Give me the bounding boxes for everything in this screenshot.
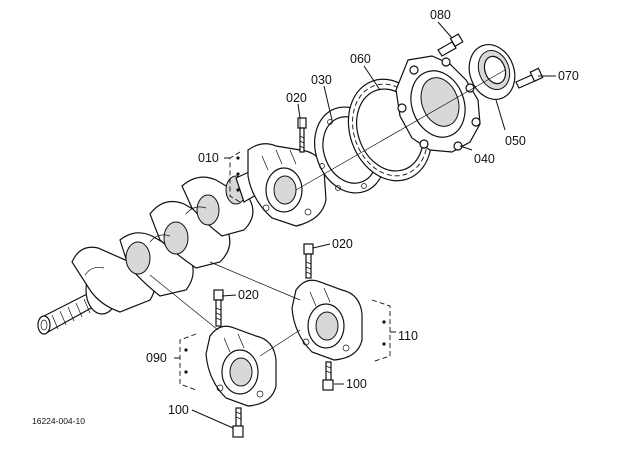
main-bearing-case-rear	[247, 143, 327, 227]
callout-070: 070	[558, 69, 579, 83]
callout-050: 050	[505, 134, 526, 148]
callout-020-mid: 020	[332, 237, 353, 251]
callout-labels: 080 070 060 030 020 010 050 040 020 020 …	[32, 8, 579, 426]
callout-020-top: 020	[286, 91, 307, 105]
callout-100-bottom: 100	[168, 403, 189, 417]
callout-020-left: 020	[238, 288, 259, 302]
bolt-020-top	[297, 117, 307, 153]
drawing-code: 16224-004-10	[32, 416, 85, 426]
bolt-020-mid	[303, 243, 314, 279]
bolt-020-left	[213, 289, 224, 327]
oil-seal-case-040	[395, 55, 481, 153]
main-bearing-case-090	[205, 325, 277, 407]
crankshaft	[37, 165, 269, 335]
callout-030: 030	[311, 73, 332, 87]
oil-seal-050	[468, 44, 516, 100]
leader-lines	[174, 21, 556, 429]
bolt-100-right	[322, 361, 334, 391]
callout-060: 060	[350, 52, 371, 66]
callout-010: 010	[198, 151, 219, 165]
callout-040: 040	[474, 152, 495, 166]
callout-090: 090	[146, 351, 167, 365]
callout-100-right: 100	[346, 377, 367, 391]
callout-110: 110	[398, 329, 418, 343]
callout-080: 080	[430, 8, 451, 22]
bolt-070	[515, 67, 544, 89]
assembly-guide-lines	[149, 69, 506, 357]
bolt-100-bottom	[232, 407, 244, 438]
bolt-080	[437, 33, 464, 57]
main-bearing-case-110	[291, 279, 363, 361]
